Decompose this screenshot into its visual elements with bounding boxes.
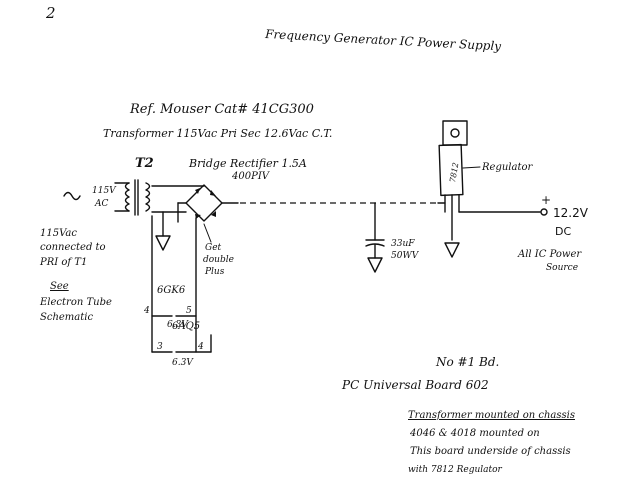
board-name: PC Universal Board 602 bbox=[341, 378, 489, 392]
get-double-note-1: Get bbox=[205, 243, 222, 253]
ground-symbol bbox=[155, 211, 171, 251]
output-voltage: 12.2V bbox=[553, 206, 589, 220]
input-note-3: PRI of T1 bbox=[39, 257, 87, 268]
page-number: 2 bbox=[45, 4, 56, 22]
output-terminal-icon bbox=[540, 208, 548, 216]
board-number: No #1 Bd. bbox=[435, 355, 499, 369]
heater2-voltage: 6.3V bbox=[172, 358, 194, 368]
bridge-rectifier-symbol bbox=[151, 184, 239, 223]
pin-3: 3 bbox=[157, 342, 163, 352]
output-desc-1: All IC Power bbox=[517, 249, 582, 260]
see-note-1: See bbox=[50, 281, 69, 292]
cap-value: 33uF bbox=[391, 239, 415, 249]
transformer-spec-line: Transformer 115Vac Pri Sec 12.6Vac C.T. bbox=[103, 127, 332, 140]
ac-source-icon bbox=[63, 191, 81, 201]
transformer-symbol bbox=[114, 179, 151, 216]
primary-ac: AC bbox=[94, 199, 108, 209]
transformer-label: T2 bbox=[135, 156, 154, 171]
reference-line: Ref. Mouser Cat# 41CG300 bbox=[129, 102, 314, 117]
primary-voltage: 115V bbox=[92, 186, 117, 196]
filter-capacitor-symbol bbox=[365, 202, 385, 273]
note-line-2: 4046 & 4018 mounted on bbox=[409, 428, 540, 439]
note-line-4: with 7812 Regulator bbox=[408, 465, 503, 475]
pin-4b: 4 bbox=[197, 342, 204, 352]
see-note-3: Schematic bbox=[40, 312, 93, 323]
note-line-1: Transformer mounted on chassis bbox=[408, 410, 575, 421]
page-title: Frequency Generator IC Power Supply bbox=[264, 27, 502, 53]
see-note-2: Electron Tube bbox=[39, 297, 112, 308]
tube1-label: 6GK6 bbox=[157, 285, 186, 296]
regulator-symbol bbox=[437, 120, 541, 258]
tube2-label: 6AQ5 bbox=[172, 321, 200, 332]
bridge-rating: 400PIV bbox=[231, 171, 271, 182]
bridge-label: Bridge Rectifier 1.5A bbox=[188, 157, 307, 170]
output-dc: DC bbox=[555, 225, 571, 238]
pin-4: 4 bbox=[143, 306, 150, 316]
plus-sign: + bbox=[541, 193, 551, 207]
output-desc-2: Source bbox=[546, 263, 578, 273]
get-double-note-2: double bbox=[203, 255, 234, 265]
cap-voltage: 50WV bbox=[391, 251, 420, 261]
heater-wiring bbox=[151, 215, 212, 353]
regulator-part: 7812 bbox=[448, 162, 460, 184]
regulator-label: Regulator bbox=[481, 162, 533, 173]
pin-5: 5 bbox=[186, 306, 192, 316]
heater1-voltage: 6.3V bbox=[167, 320, 189, 330]
note-line-3: This board underside of chassis bbox=[410, 446, 571, 457]
input-note-1: 115Vac bbox=[40, 228, 77, 239]
get-double-note-3: Plus bbox=[204, 267, 225, 277]
input-note-2: connected to bbox=[40, 242, 106, 253]
